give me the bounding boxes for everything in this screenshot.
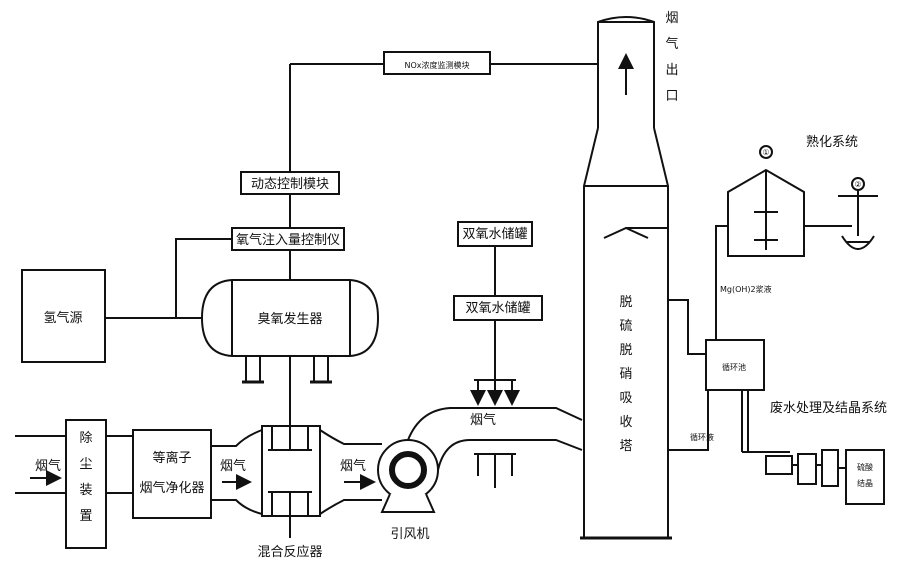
ozone-generator-leg-right <box>313 356 329 383</box>
pipe-reactor-fan-bot <box>319 499 382 515</box>
pipe-to-reactor-bot <box>211 499 263 515</box>
flue-gas-label-3: 烟气 <box>340 458 366 474</box>
pipe-tower-circ <box>668 299 708 355</box>
induced-fan-label: 引风机 <box>390 527 429 542</box>
induced-fan-body <box>377 439 439 501</box>
h2o2-tank-top-label: 双氧水储罐 <box>462 227 527 242</box>
nox-module-label: NOx浓度监测模块 <box>404 60 469 70</box>
circ-tank-box <box>705 339 765 391</box>
mixing-reactor-label: 混合反应器 <box>257 544 322 560</box>
tower-label: 脱硫脱硝吸收塔 <box>619 295 632 454</box>
h2o2-tank-mid-label: 双氧水储罐 <box>465 301 530 316</box>
dust-removal-label: 除尘装置 <box>79 431 92 524</box>
thermal-system-label: 熟化系统 <box>806 134 858 150</box>
pipe-reactor-fan-top <box>319 429 382 445</box>
crystal-label-1: 硫酸 <box>857 462 873 472</box>
line-inj-left <box>175 238 232 318</box>
induced-fan-impeller <box>389 451 427 489</box>
dust-removal-box <box>65 419 107 549</box>
filter-unit <box>797 453 817 485</box>
marker-2: ② <box>854 180 861 189</box>
dynamic-control-label: 动态控制模块 <box>251 177 329 192</box>
oxygen-source-box <box>21 269 106 363</box>
flue-gas-label-4: 烟气 <box>470 412 496 428</box>
thermal-motor-1 <box>759 145 773 159</box>
flue-gas-label-2: 烟气 <box>220 458 246 474</box>
plasma-label-2: 烟气净化器 <box>139 480 204 496</box>
crystal-product-box <box>845 449 885 505</box>
dryer-unit <box>821 449 839 487</box>
pump-1 <box>765 455 793 475</box>
oxygen-source-label: 氢气源 <box>43 310 82 326</box>
plasma-purifier-box <box>132 429 212 519</box>
h2o2-tank-mid-box <box>453 295 543 321</box>
ozone-injection-label: 氧气注入量控制仪 <box>236 232 340 248</box>
plasma-label-1: 等离子 <box>152 450 191 466</box>
wastewater-label: 废水处理及结晶系统 <box>770 400 887 416</box>
thermal-motor-2 <box>851 177 865 191</box>
duct-fan-out-bot <box>437 439 583 471</box>
marker-1: ① <box>762 148 769 157</box>
stack-outlet-label: 烟气出口 <box>665 11 678 104</box>
mgoh-slurry-label: Mg(OH)2浆液 <box>720 284 772 294</box>
ozone-generator-label: 臭氧发生器 <box>257 311 322 327</box>
pipe-to-reactor-top <box>211 429 263 447</box>
circ-liquid-label: 循环液 <box>690 432 714 442</box>
duct-fan-out-top <box>407 407 583 441</box>
crystal-label-2: 结晶 <box>857 478 873 488</box>
flue-gas-label-in: 烟气 <box>35 458 61 474</box>
circ-tank-label: 循环池 <box>722 362 746 372</box>
ozone-generator-leg-left <box>245 356 261 383</box>
